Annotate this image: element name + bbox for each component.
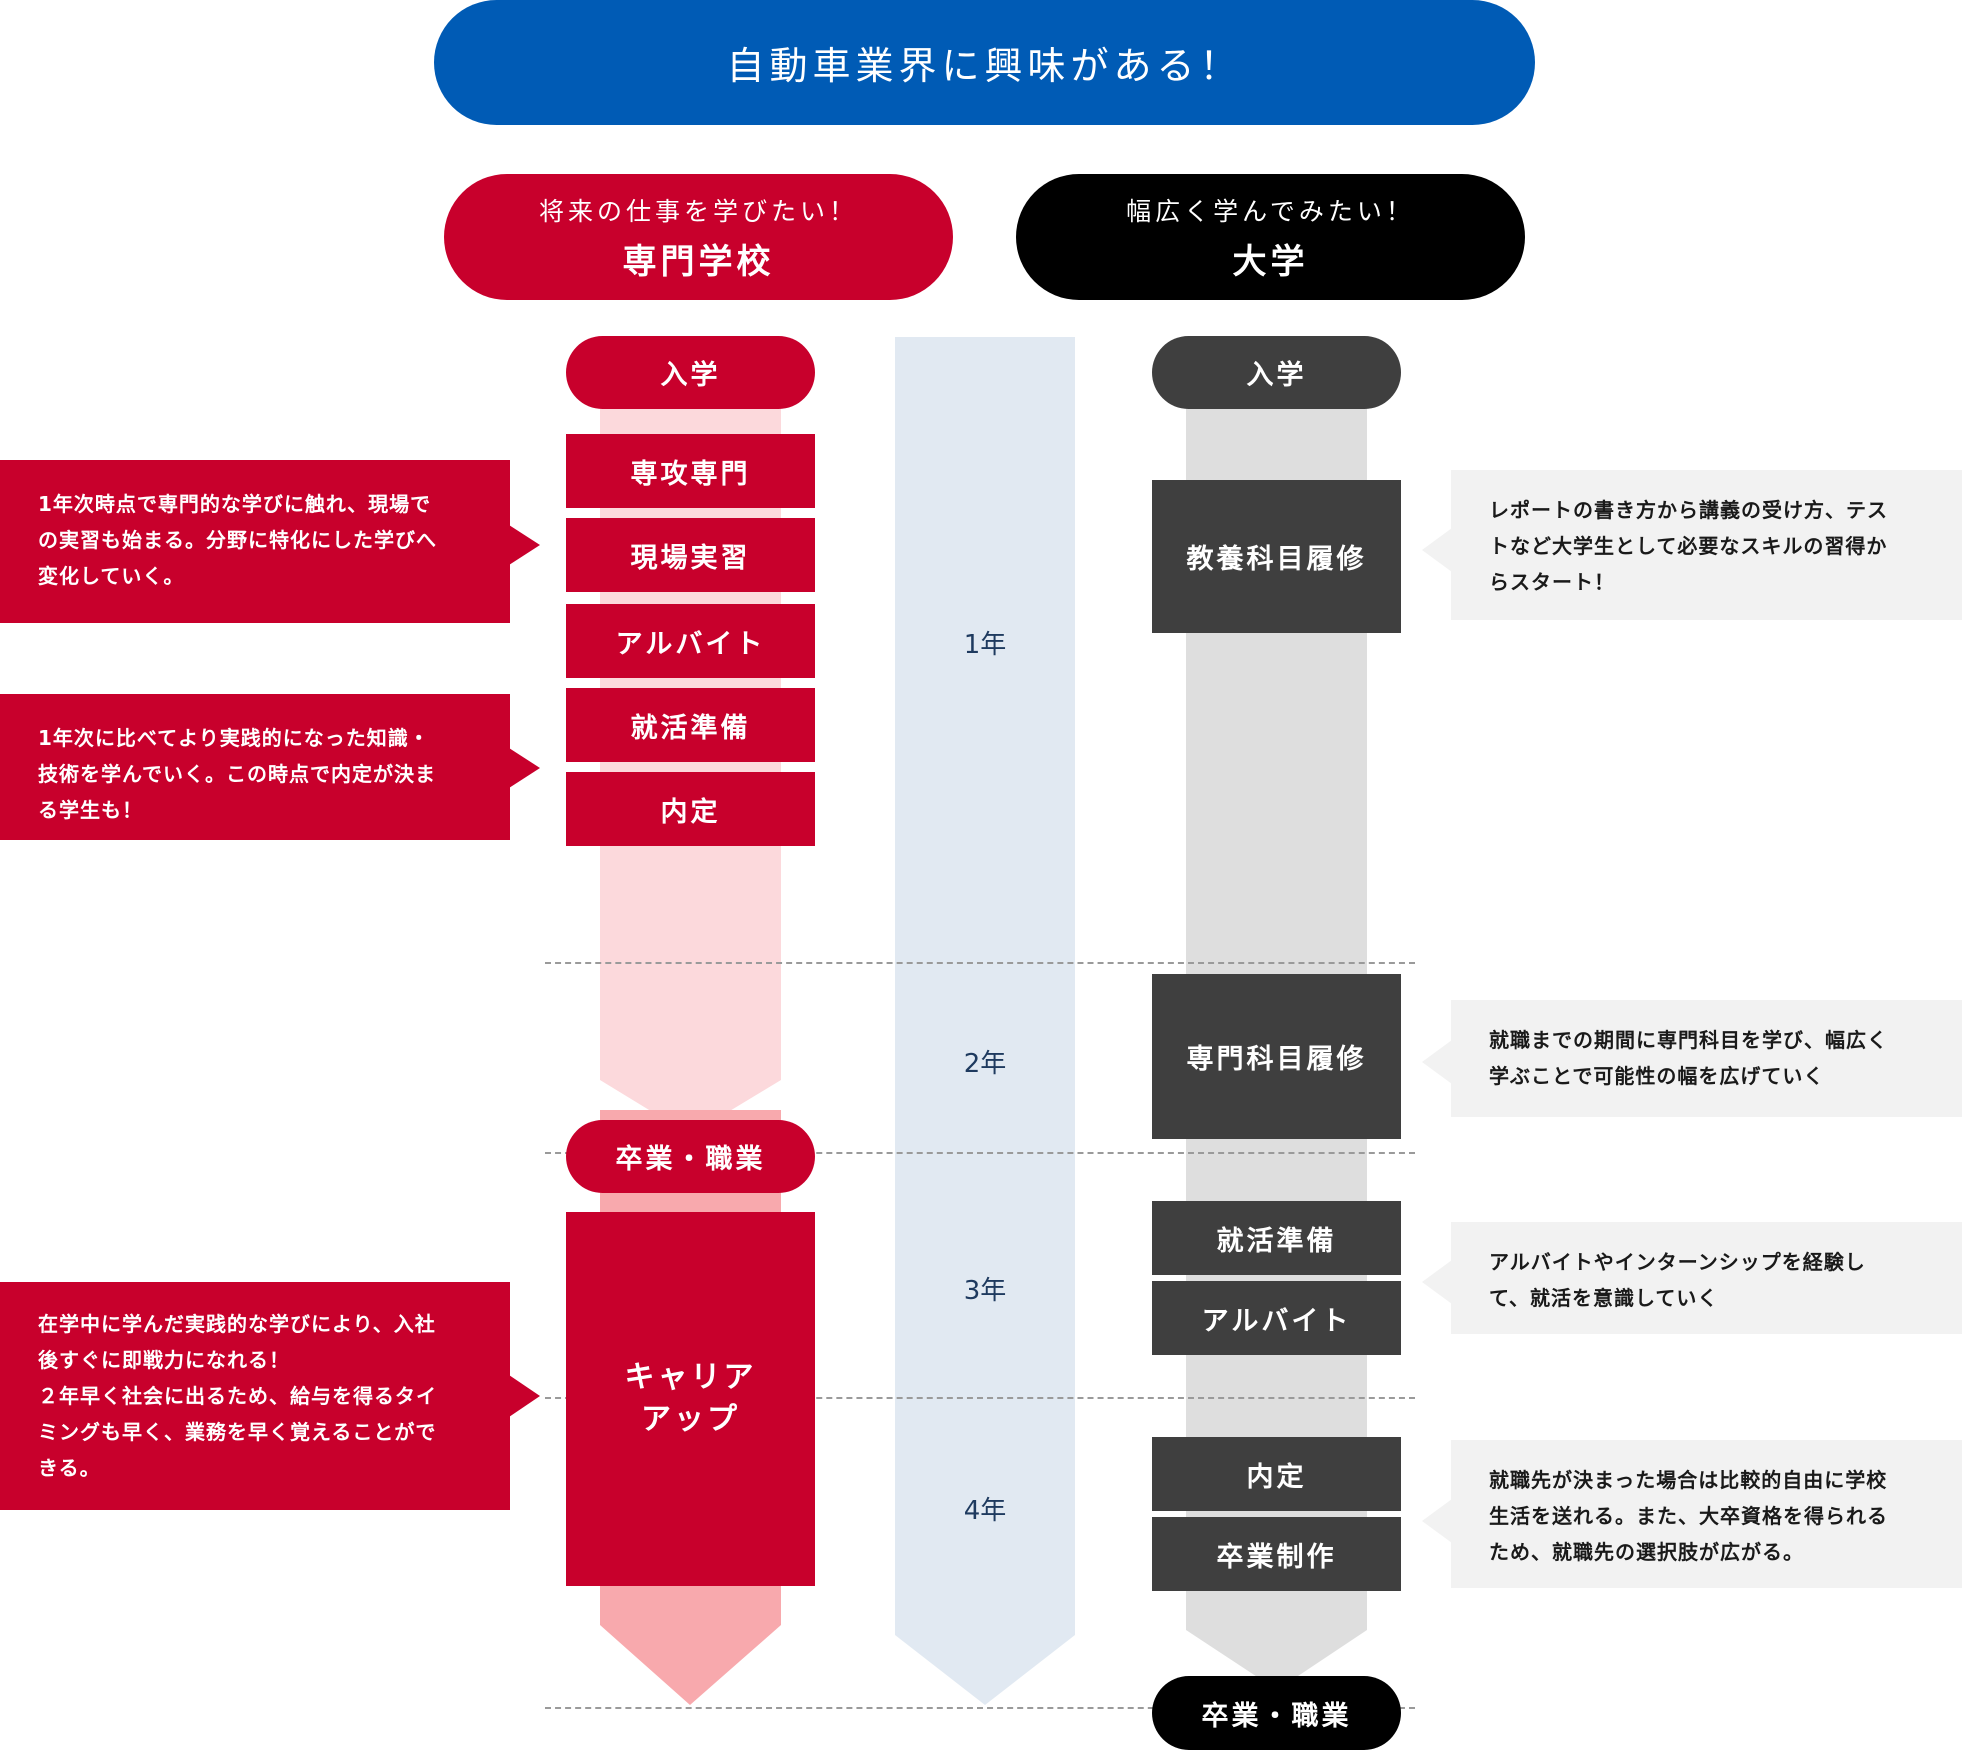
note-pointer [1422,528,1452,572]
university-step: アルバイト [1152,1281,1401,1355]
university-note: 就職までの期間に専門科目を学び、幅広く 学ぶことで可能性の幅を広げていく [1451,1000,1962,1117]
year-divider [545,1397,1415,1399]
note-line: 変化していく。 [38,564,185,588]
university-step: 専門科目履修 [1152,974,1401,1139]
note-line: 学ぶことで可能性の幅を広げていく [1489,1064,1825,1088]
vocational-step: 専攻専門 [566,434,815,508]
note-line: ミングも早く、業務を早く覚えることがで [38,1420,437,1444]
university-step-label: アルバイト [1201,1305,1352,1337]
note-pointer [1422,1499,1452,1543]
year-label-text: 1年 [963,629,1007,660]
note-line: る学生も！ [38,798,143,822]
year-label-text: 2年 [963,1048,1007,1079]
vocational-note: 在学中に学んだ実践的な学びにより、入社 後すぐに即戦力になれる！ ２年早く社会に… [0,1282,510,1510]
note-line: ため、就職先の選択肢が広がる。 [1489,1540,1804,1564]
vocational-step-label: 内定 [660,796,721,828]
university-graduate: 卒業・職業 [1152,1676,1401,1750]
career-up-line: アップ [641,1402,740,1437]
career-up-box: キャリア アップ [566,1212,815,1586]
university-subtitle: 幅広く学んでみたい！ [1126,196,1415,226]
vocational-step: アルバイト [566,604,815,678]
university-step: 内定 [1152,1437,1401,1511]
note-line: 生活を送れる。また、大卒資格を得られる [1489,1504,1888,1528]
note-line: トなど大学生として必要なスキルの習得か [1489,534,1888,558]
note-line: ２年早く社会に出るため、給与を得るタイ [38,1384,437,1408]
year-divider [545,962,1415,964]
university-step-label: 専門科目履修 [1186,1044,1367,1075]
note-line: 在学中に学んだ実践的な学びにより、入社 [38,1312,436,1336]
year-label: 3年 [895,1266,1075,1310]
vocational-subtitle: 将来の仕事を学びたい！ [538,196,858,226]
note-pointer [509,525,540,565]
note-pointer [1422,1040,1452,1084]
note-line: きる。 [38,1456,101,1480]
note-line: アルバイトやインターンシップを経験し [1489,1250,1866,1274]
university-note: アルバイトやインターンシップを経験し て、就活を意識していく [1451,1222,1962,1334]
year-label: 4年 [895,1486,1075,1530]
vocational-enroll-label: 入学 [660,360,721,391]
year-label: 1年 [895,620,1075,664]
year-label-text: 4年 [963,1495,1007,1526]
vocational-header: 将来の仕事を学びたい！ 専門学校 [444,174,953,300]
page-title: 自動車業界に興味がある！ [726,44,1243,88]
note-line: レポートの書き方から講義の受け方、テス [1489,498,1888,522]
university-step-label: 教養科目履修 [1186,544,1367,575]
note-line: 1年次時点で専門的な学びに触れ、現場で [38,492,432,516]
year-track [895,337,1075,1705]
year-label-text: 3年 [963,1275,1007,1306]
vocational-step: 現場実習 [566,518,815,592]
note-pointer [1422,1260,1452,1304]
vocational-track [600,400,781,1135]
university-header: 幅広く学んでみたい！ 大学 [1016,174,1525,300]
year-divider [545,1152,1415,1154]
vocational-step: 就活準備 [566,688,815,762]
vocational-step-label: アルバイト [615,628,766,660]
university-step-label: 内定 [1246,1461,1307,1493]
university-enroll: 入学 [1152,336,1401,409]
university-step-label: 卒業制作 [1216,1541,1337,1573]
vocational-title: 専門学校 [622,241,775,282]
vocational-step: 内定 [566,772,815,846]
university-step: 就活準備 [1152,1201,1401,1275]
vocational-step-label: 専攻専門 [630,458,751,490]
note-line: 技術を学んでいく。この時点で内定が決ま [38,762,436,786]
vocational-enroll: 入学 [566,336,815,409]
note-line: 就職先が決まった場合は比較的自由に学校 [1489,1468,1888,1492]
note-line: の実習も始まる。分野に特化にした学びへ [38,528,437,552]
vocational-step-label: 就活準備 [630,712,751,744]
vocational-step-label: 現場実習 [630,542,751,574]
university-note: レポートの書き方から講義の受け方、テス トなど大学生として必要なスキルの習得か … [1451,470,1962,620]
university-graduate-label: 卒業・職業 [1201,1700,1352,1732]
year-divider [545,1707,1415,1709]
university-step-label: 就活準備 [1216,1225,1337,1257]
vocational-graduate-label: 卒業・職業 [615,1144,766,1175]
vocational-graduate: 卒業・職業 [566,1120,815,1193]
university-note: 就職先が決まった場合は比較的自由に学校 生活を送れる。また、大卒資格を得られる … [1451,1440,1962,1588]
university-title: 大学 [1232,241,1309,282]
university-step: 卒業制作 [1152,1517,1401,1591]
vocational-note: 1年次に比べてより実践的になった知識・ 技術を学んでいく。この時点で内定が決ま … [0,694,510,840]
header-banner: 自動車業界に興味がある！ [434,0,1535,125]
year-label: 2年 [895,1039,1075,1083]
university-step: 教養科目履修 [1152,480,1401,633]
university-enroll-label: 入学 [1246,360,1307,391]
note-pointer [509,748,540,788]
career-up-line: キャリア [624,1360,757,1395]
note-line: 後すぐに即戦力になれる！ [38,1348,290,1372]
note-line: て、就活を意識していく [1489,1286,1719,1310]
note-line: 1年次に比べてより実践的になった知識・ [38,726,430,750]
vocational-note: 1年次時点で専門的な学びに触れ、現場で の実習も始まる。分野に特化にした学びへ … [0,460,510,623]
note-pointer [509,1375,540,1417]
note-line: 就職までの期間に専門科目を学び、幅広く [1489,1028,1888,1052]
note-line: らスタート！ [1489,570,1615,594]
